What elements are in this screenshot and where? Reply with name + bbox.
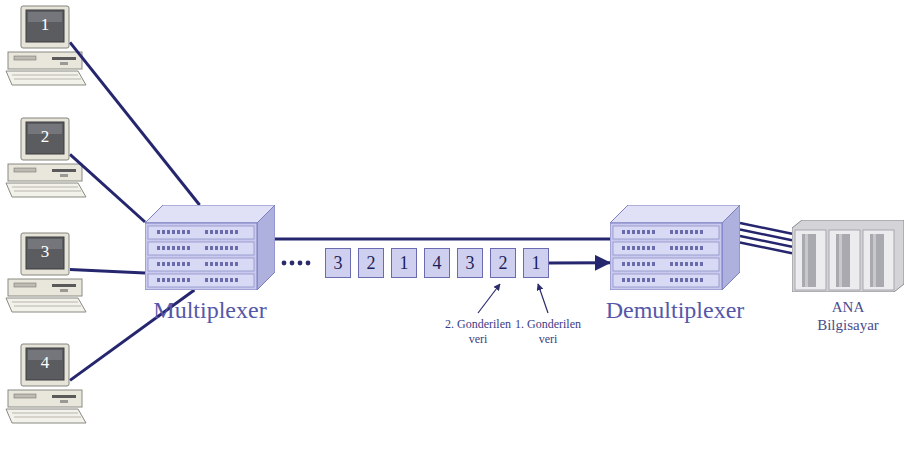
number-label: 1 (20, 13, 70, 37)
number-label: 2 (20, 125, 70, 149)
number-label: 2 (499, 253, 508, 273)
data-packet: 4 (424, 248, 450, 278)
ellipsis-dots (282, 261, 311, 266)
number-label: 4 (433, 253, 442, 273)
computer-label: ANA Bilgisayar (803, 298, 893, 334)
computer-monitor: 4 (20, 343, 70, 387)
data-packet: 2 (490, 248, 516, 278)
number-label: 1 (400, 253, 409, 273)
data-packet: 1 (391, 248, 417, 278)
number-label: 1 (532, 253, 541, 273)
data-packet: 3 (325, 248, 351, 278)
mux-device-shape (145, 205, 275, 290)
number-label: 3 (20, 240, 70, 264)
computer-monitor: 3 (20, 232, 70, 276)
connector (549, 261, 610, 264)
number-label: 3 (334, 253, 343, 273)
mainframe-shape (792, 220, 904, 292)
connector (70, 269, 145, 273)
mux-device: Demultiplexer (610, 205, 740, 290)
callout-note: 1. Gonderilen veri (508, 317, 588, 347)
data-packet: 3 (457, 248, 483, 278)
computer-base (6, 52, 86, 423)
connector (70, 154, 145, 222)
data-packet: 2 (358, 248, 384, 278)
number-label: 4 (20, 351, 70, 375)
number-label: 2 (367, 253, 376, 273)
mux-device-shape (610, 205, 740, 290)
number-label: 3 (466, 253, 475, 273)
data-packet: 1 (523, 248, 549, 278)
leader-arrow (478, 284, 548, 313)
mainframe-computer: ANA Bilgisayar (792, 220, 904, 292)
connector (275, 238, 610, 241)
connector (70, 42, 200, 205)
device-label: Demultiplexer (606, 296, 745, 324)
connector (740, 223, 792, 253)
mux-device: Multiplexer (145, 205, 275, 290)
device-label: Multiplexer (153, 296, 266, 324)
callout-note: 2. Gonderilen veri (438, 317, 518, 347)
computer-monitor: 1 (20, 5, 70, 49)
computer-monitor: 2 (20, 117, 70, 161)
